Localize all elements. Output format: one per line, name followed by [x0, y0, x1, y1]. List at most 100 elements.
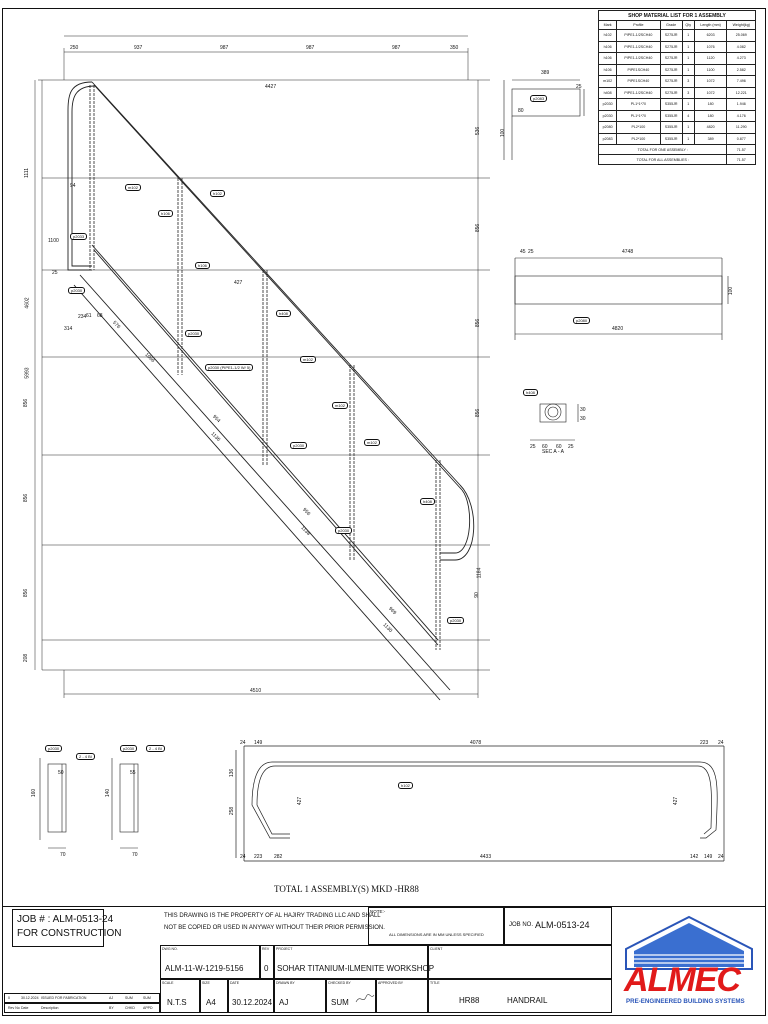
- project-label: PROJECT: [276, 947, 293, 951]
- section-dim: 60: [556, 444, 562, 450]
- bracket-b-dim-bottom: 70: [132, 852, 138, 858]
- material-cell: 4: [681, 109, 695, 122]
- section-dim: 30: [580, 407, 586, 413]
- plate-p2083-dim-length: 389: [541, 70, 550, 76]
- title-box: TITLE HR88 HANDRAIL: [428, 979, 612, 1013]
- section-dim: 60: [542, 444, 548, 450]
- note-label: NOTE:-: [370, 909, 386, 914]
- assembly-caption: TOTAL 1 ASSEMBLY(S) MKD -HR88: [274, 884, 419, 894]
- client-box: CLIENT: [428, 945, 612, 979]
- elevation-top-dim: 250: [70, 45, 79, 51]
- project-box: PROJECT SOHAR TITANIUM-ILMENITE WORKSHOP: [274, 945, 434, 979]
- scale-box: SCALE N.T.S: [160, 979, 200, 1013]
- plate-p2080-dim-bottom: 4820: [612, 326, 624, 332]
- logo-subtitle: PRE-ENGINEERED BUILDING SYSTEMS: [626, 998, 745, 1005]
- bracket-details: [39, 758, 139, 849]
- title-value-2: HANDRAIL: [507, 996, 548, 1005]
- plate-p2080-dim-top: 4748: [622, 249, 634, 255]
- elevation-small-dim: 61: [86, 313, 92, 319]
- material-cell: S275JR: [659, 52, 683, 65]
- title-block: JOB # : ALM-0513-24 FOR CONSTRUCTION THI…: [2, 906, 766, 1017]
- elevation-part-tag: p2030: [185, 330, 203, 337]
- plan-dim: 149: [254, 740, 263, 746]
- elevation-part-tag: m102: [125, 184, 142, 191]
- property-box: THIS DRAWING IS THE PROPERTY OF AL HAJIR…: [160, 907, 385, 945]
- elevation-top-dim: 350: [450, 45, 459, 51]
- material-cell: S355JR: [659, 121, 683, 134]
- section-dim: 30: [580, 416, 586, 422]
- plan-dim: 427: [297, 796, 304, 806]
- approved-box: APPROVED BY: [376, 979, 428, 1013]
- plan-dim: 149: [704, 854, 713, 860]
- elevation-small-dim: 94: [70, 183, 76, 189]
- material-cell: PIPE1-1/2SCH40: [616, 29, 661, 42]
- project-value: SOHAR TITANIUM-ILMENITE WORKSHOP: [277, 964, 435, 973]
- elevation-reference-lines: [34, 35, 490, 698]
- material-cell: p2080: [597, 121, 618, 134]
- plan-dim: 427: [673, 796, 680, 806]
- material-cell: PL2*100: [616, 121, 661, 134]
- plate-p2080-dim-small: 45: [520, 249, 526, 255]
- plan-dim: 24: [718, 740, 724, 746]
- plan-dim: 282: [274, 854, 283, 860]
- material-cell: S275JR: [659, 29, 683, 42]
- elevation-right-dim: 90: [473, 592, 480, 598]
- material-cell: h102: [597, 29, 618, 42]
- plan-dim: 24: [718, 854, 724, 860]
- elevation-part-tag: p2033: [70, 233, 88, 240]
- plan-dim-bottom: 4433: [480, 854, 492, 860]
- jobno-label: JOB NO.: [509, 922, 534, 928]
- plate-p2080-tag: p2080: [573, 317, 591, 324]
- note-box: NOTE:- ALL DIMENSIONS ARE IN MM UNLESS S…: [368, 907, 504, 945]
- elevation-part-tag: h106: [158, 210, 173, 217]
- material-cell: p2083: [597, 132, 618, 145]
- elevation-left-dim: 1111: [24, 167, 31, 179]
- note-text: ALL DIMENSIONS ARE IN MM UNLESS SPECIFIE…: [389, 932, 484, 937]
- material-cell: 1076: [693, 40, 728, 53]
- scale-value: N.T.S: [167, 998, 187, 1007]
- jobno-value: ALM-0513-24: [535, 920, 590, 930]
- elevation-left-dim: 4602: [24, 297, 31, 309]
- revision-desc: ISSUED FOR FABRICATION: [41, 996, 87, 1000]
- plate-p2080-dim-height: 100: [728, 286, 735, 296]
- plate-p2080-detail: [514, 257, 729, 340]
- material-header-cell: Grade: [659, 20, 683, 30]
- elevation-small-dim: 314: [64, 326, 73, 332]
- approved-label: APPROVED BY: [378, 981, 404, 985]
- drawn-label: DRAWN BY: [276, 981, 295, 985]
- drawn-box: DRAWN BY AJ: [274, 979, 326, 1013]
- section-dim: 25: [530, 444, 536, 450]
- plan-dim: 258: [229, 806, 236, 816]
- job-box: JOB # : ALM-0513-24 FOR CONSTRUCTION: [12, 909, 121, 947]
- total-all-value: 71.57: [726, 154, 756, 165]
- client-label: CLIENT: [430, 947, 443, 951]
- dwg-box: DWG NO. ALM-11-W-1219-5156: [160, 945, 260, 979]
- bracket-b-tag: p2030: [120, 745, 138, 752]
- material-cell: 3: [681, 86, 695, 99]
- elevation-part-tag: p2030: [68, 287, 86, 294]
- material-cell: 25.069: [726, 29, 756, 42]
- material-header-cell: Qty: [681, 20, 695, 30]
- material-cell: 1: [681, 121, 695, 134]
- revision-header-cell: APPD: [143, 1006, 153, 1010]
- elevation-right-dim: 856: [475, 318, 482, 328]
- plan-tag: h102: [398, 782, 413, 789]
- elevation-right-dim: 856: [475, 223, 482, 233]
- material-cell: 4820: [693, 121, 728, 134]
- size-value: A4: [206, 998, 216, 1007]
- for-construction: FOR CONSTRUCTION: [17, 928, 122, 939]
- revision-header-cell: Description: [41, 1006, 59, 1010]
- total-all-label: TOTAL FOR ALL ASSEMBLIES :: [597, 154, 728, 165]
- elevation-part-tag: p2030: [290, 442, 308, 449]
- revision-chk: SUM: [125, 996, 133, 1000]
- revision-header-cell: BY: [109, 1006, 114, 1010]
- size-label: SIZE: [202, 981, 210, 985]
- material-cell: 4.273: [726, 52, 756, 65]
- material-header-cell: Weight(kg): [726, 20, 756, 30]
- material-header-cell: Length (mm): [693, 20, 728, 30]
- checked-box: CHECKED BY SUM: [326, 979, 376, 1013]
